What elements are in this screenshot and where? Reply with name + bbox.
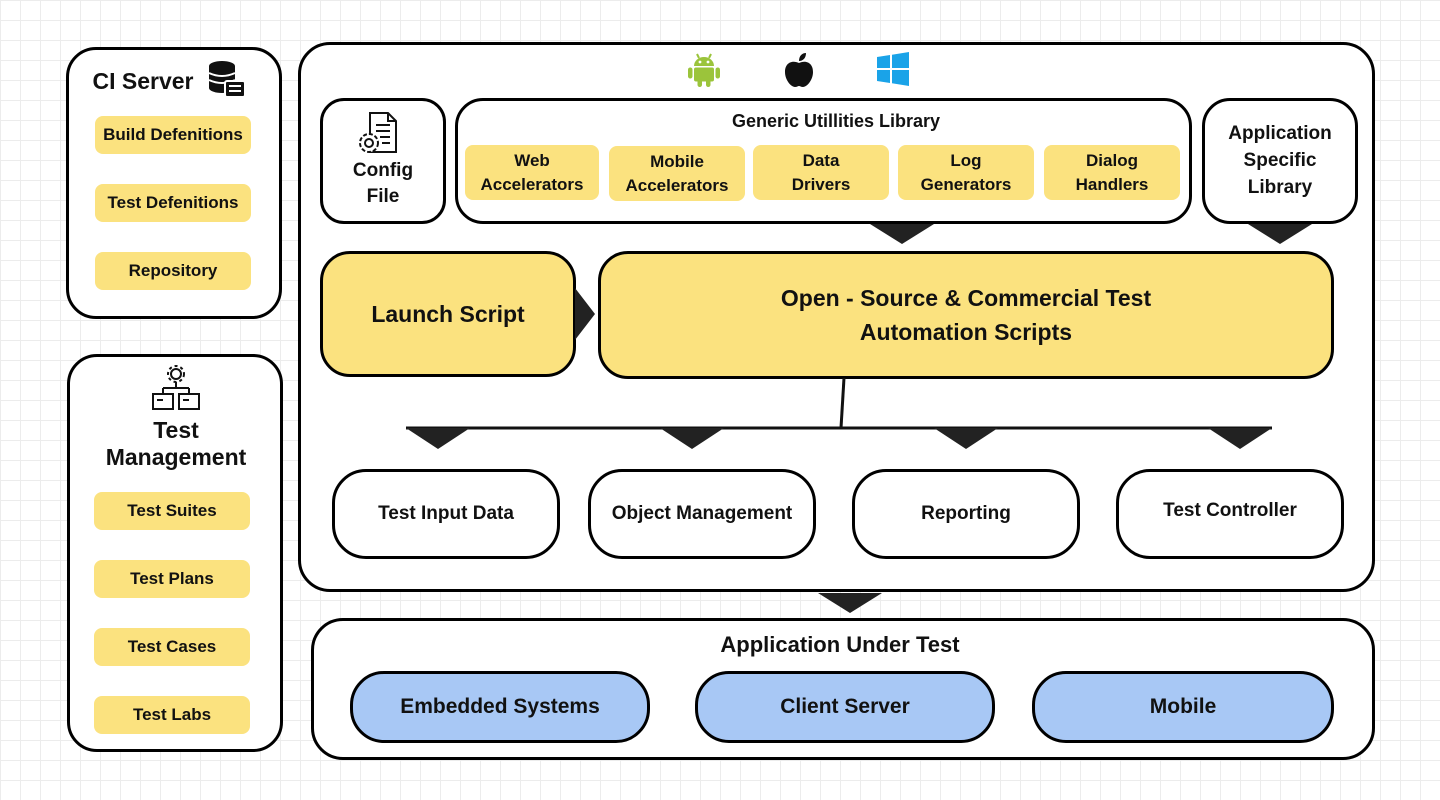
log-generators-chip: Log Generators <box>898 145 1034 200</box>
config-file-label: Config File <box>352 160 414 207</box>
test-management-panel <box>67 354 283 752</box>
application-specific-library-label: Application Specific Library <box>1228 122 1332 198</box>
test-management-icon <box>152 365 200 410</box>
web-accelerators-chip: Web Accelerators <box>465 145 599 200</box>
scripts-to-modules-connector <box>406 378 1272 449</box>
test-plans-chip: Test Plans <box>94 560 250 598</box>
object-management-module: Object Management <box>588 469 816 559</box>
test-controller-module: Test Controller <box>1116 469 1344 559</box>
generic-utilities-title: Generic Utillities Library <box>731 110 941 131</box>
test-management-title: Test Management <box>105 417 247 470</box>
launch-to-scripts-arrow <box>575 288 595 340</box>
automation-scripts-box: Open - Source & Commercial Test Automati… <box>598 251 1334 379</box>
apple-icon <box>785 53 813 87</box>
test-input-data-module: Test Input Data <box>332 469 560 559</box>
database-server-icon <box>208 61 246 98</box>
launch-script-box: Launch Script <box>320 251 576 377</box>
dialog-handlers-chip: Dialog Handlers <box>1044 145 1180 200</box>
application-specific-library-box <box>1202 98 1358 224</box>
app-library-connector-arrow <box>1248 224 1312 244</box>
data-drivers-chip: Data Drivers <box>753 145 889 200</box>
ci-server-title: CI Server <box>92 67 194 94</box>
framework-to-aut-arrow <box>818 593 882 613</box>
test-definitions-chip: Test Defenitions <box>95 184 251 222</box>
generic-library-connector-arrow <box>870 224 934 244</box>
test-labs-chip: Test Labs <box>94 696 250 734</box>
android-icon <box>688 53 720 87</box>
repository-chip: Repository <box>95 252 251 290</box>
windows-icon <box>877 52 909 86</box>
build-definitions-chip: Build Defenitions <box>95 116 251 154</box>
mobile-accelerators-chip: Mobile Accelerators <box>609 146 745 201</box>
reporting-module: Reporting <box>852 469 1080 559</box>
config-file-icon <box>359 112 397 153</box>
application-under-test-title: Application Under Test <box>720 632 960 657</box>
test-suites-chip: Test Suites <box>94 492 250 530</box>
mobile-item: Mobile <box>1032 671 1334 743</box>
embedded-systems-item: Embedded Systems <box>350 671 650 743</box>
client-server-item: Client Server <box>695 671 995 743</box>
test-cases-chip: Test Cases <box>94 628 250 666</box>
